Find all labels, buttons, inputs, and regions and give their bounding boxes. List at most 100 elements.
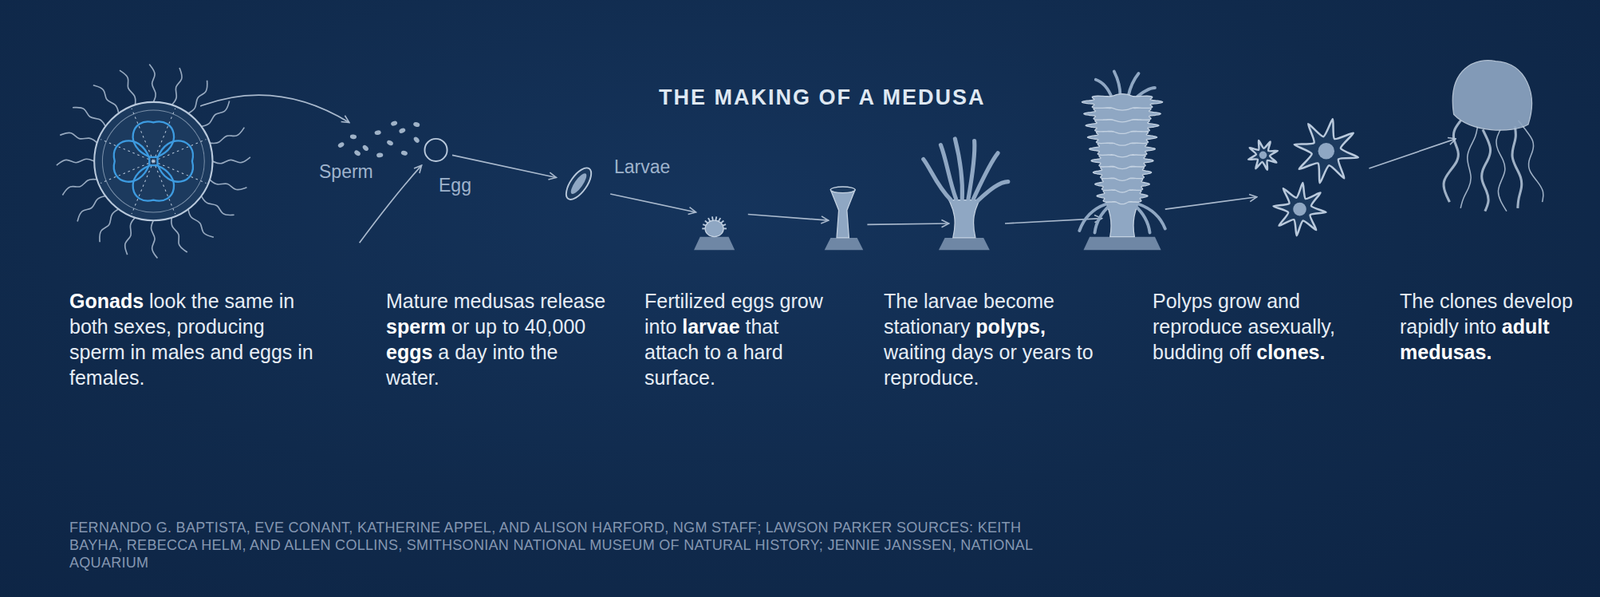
sperm-cell <box>412 135 421 144</box>
medusa-tentacle <box>171 217 188 253</box>
gonad <box>133 165 174 201</box>
text-run: or <box>451 315 475 338</box>
text-run: surface. <box>644 366 716 389</box>
hard-surface <box>693 236 735 251</box>
text-run: the <box>191 289 225 312</box>
description-text: Polyps grow and reproduce asexually, bud… <box>1152 287 1356 365</box>
text-run: off <box>1229 340 1257 363</box>
medusa-tentacle <box>99 208 119 242</box>
text-run: to <box>502 315 525 338</box>
hard-surface <box>693 236 1162 251</box>
polyp-tentacle <box>1095 204 1111 233</box>
text-run: days <box>951 340 1000 363</box>
stage-description: Fertilized eggs grow into larvae that at… <box>644 287 828 391</box>
medusa-bell <box>1452 60 1532 131</box>
sperm-cell <box>412 121 420 128</box>
hard-surface <box>824 237 864 250</box>
gonad-medusa <box>56 64 251 259</box>
credit-caption: FERNANDO G. BAPTISTA, EVE CONANT, KATHER… <box>69 518 1075 572</box>
sperm-cell <box>386 139 395 147</box>
stage-description: Mature medusas release sperm or up to 40… <box>386 287 610 391</box>
ephyra-clone <box>1294 118 1359 183</box>
budding-polyp <box>1079 71 1165 237</box>
text-run: into <box>644 315 682 338</box>
medusa-tentacle <box>77 196 106 222</box>
medusa-tentacle <box>188 80 208 114</box>
text-run: medusas <box>453 289 540 312</box>
text-run: and <box>209 340 249 363</box>
description-text: Gonads look the same in both sexes, prod… <box>69 287 325 391</box>
attached-larva <box>705 220 724 237</box>
text-run: reproduce. <box>883 366 980 389</box>
medusa-tentacle <box>1460 126 1478 209</box>
medusa-tentacle <box>1443 120 1462 202</box>
ephyra-clone <box>1259 151 1268 160</box>
sperm-cell <box>350 133 358 140</box>
text-run: that <box>745 315 780 338</box>
text-run: larvae <box>681 315 745 338</box>
adult-medusa <box>1443 60 1544 212</box>
text-run: stationary <box>883 315 976 338</box>
text-run: into <box>1464 315 1502 338</box>
cycle-arrow <box>1004 218 1102 224</box>
diagram-title: THE MAKING OF A MEDUSA <box>658 85 986 111</box>
text-run: the <box>530 340 559 363</box>
sperm-cells <box>337 120 421 158</box>
text-run: water. <box>386 366 440 389</box>
gonad <box>157 140 193 182</box>
cycle-arrow <box>1368 138 1456 169</box>
sperm-cell <box>390 120 399 127</box>
polyp-tentacle <box>1095 79 1112 99</box>
text-run: producing <box>177 315 265 338</box>
text-run: eggs <box>248 340 298 363</box>
text-run: medusas. <box>1399 340 1492 363</box>
text-run: Gonads <box>69 289 150 312</box>
medusa-tentacle <box>212 157 251 164</box>
gonad <box>114 140 150 182</box>
medusa-tentacle <box>151 220 158 258</box>
text-run: 40,000 <box>524 315 586 338</box>
medusa-tentacle <box>72 107 106 127</box>
description-text: Fertilized eggs grow into larvae that at… <box>644 287 828 391</box>
stage-description: Polyps grow and reproduce asexually, bud… <box>1152 287 1356 365</box>
larva <box>561 163 596 203</box>
text-run: a <box>726 340 744 363</box>
text-run: females. <box>69 366 145 389</box>
text-run: The <box>883 289 924 312</box>
text-run: release <box>539 289 606 312</box>
gonad <box>133 121 174 157</box>
text-run: in <box>297 340 313 363</box>
text-run: clones. <box>1256 340 1325 363</box>
polyp-tentacle <box>1134 204 1150 233</box>
text-run: to <box>1076 340 1094 363</box>
sperm-cell <box>337 141 346 149</box>
stage-label: Egg <box>438 174 472 197</box>
cycle-arrow <box>1165 197 1258 209</box>
text-run: eggs <box>730 289 780 312</box>
text-run: rapidly <box>1399 315 1465 338</box>
text-run: sperm <box>386 315 452 338</box>
medusa-tentacle <box>1496 129 1507 211</box>
text-run: a <box>437 340 455 363</box>
young-polyp <box>830 186 856 238</box>
cycle-arrow <box>200 94 350 123</box>
text-run: grow <box>1217 289 1267 312</box>
sperm-cell <box>376 152 384 158</box>
medusa-tentacle <box>1481 129 1491 211</box>
young-polyp <box>830 186 856 194</box>
text-run: adult <box>1501 315 1550 338</box>
stage-description: The clones develop rapidly into adult me… <box>1399 287 1580 365</box>
medusa-tentacle <box>125 217 136 256</box>
text-run: larvae <box>923 289 984 312</box>
medusa-tentacle <box>200 196 234 216</box>
description-text: The larvae become stationary polyps, wai… <box>883 287 1098 391</box>
young-polyp <box>830 189 856 238</box>
text-run: waiting <box>883 340 952 363</box>
larva <box>561 163 596 203</box>
cycle-arrow <box>610 193 696 213</box>
text-run: eggs <box>386 340 438 363</box>
cycle-arrow <box>866 223 949 225</box>
ephyra-clone <box>1248 140 1278 170</box>
medusa-tentacle <box>1517 120 1543 202</box>
